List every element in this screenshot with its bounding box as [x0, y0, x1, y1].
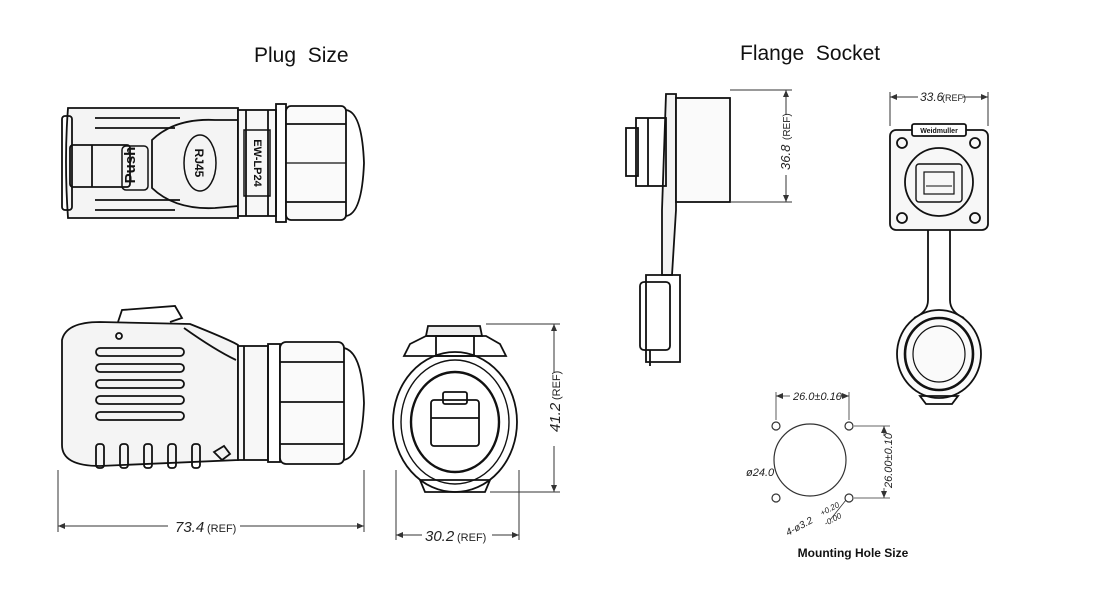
mounting-diameter: ø24.0 — [746, 467, 775, 479]
plug-height-ref: (REF) — [551, 371, 563, 400]
flange-width-ref: (REF) — [942, 93, 966, 103]
flange-depth-ref: (REF) — [782, 113, 793, 140]
plug-length-ref: (REF) — [207, 523, 236, 535]
rj45-label: RJ45 — [192, 149, 206, 178]
brand-label: Weidmuller — [920, 128, 958, 135]
mounting-title: Mounting Hole Size — [798, 546, 909, 560]
plug-top-view — [61, 103, 365, 223]
model-label: EW-LP24 — [251, 139, 263, 187]
mounting-holes-label: 4-ø3.2 — [784, 515, 815, 538]
plug-width-ref: (REF) — [457, 532, 486, 544]
flange-width-value: 33.6 — [920, 90, 944, 104]
flange-width-dimension — [889, 92, 989, 126]
mounting-hole-pattern — [771, 392, 890, 521]
plug-front-view — [392, 325, 518, 493]
plug-length-dimension — [57, 470, 365, 532]
push-label: Push — [122, 147, 139, 184]
flange-socket-heading: Flange Socket — [740, 42, 881, 65]
flange-front-view — [889, 123, 989, 405]
plug-front-dimensions — [395, 323, 560, 540]
plug-length-value: 73.4 — [175, 519, 204, 536]
mounting-horizontal-dim: 26.0±0.10 — [792, 391, 843, 403]
flange-depth-value: 36.8 — [778, 144, 793, 170]
plug-side-view — [61, 305, 365, 469]
flange-depth-dimension — [730, 89, 792, 203]
plug-size-heading: Plug Size — [254, 44, 349, 67]
plug-height-value: 41.2 — [547, 402, 564, 432]
flange-side-view — [625, 93, 731, 366]
mounting-vertical-dim: 26.00±0.10 — [883, 432, 895, 489]
plug-width-value: 30.2 — [425, 528, 455, 545]
